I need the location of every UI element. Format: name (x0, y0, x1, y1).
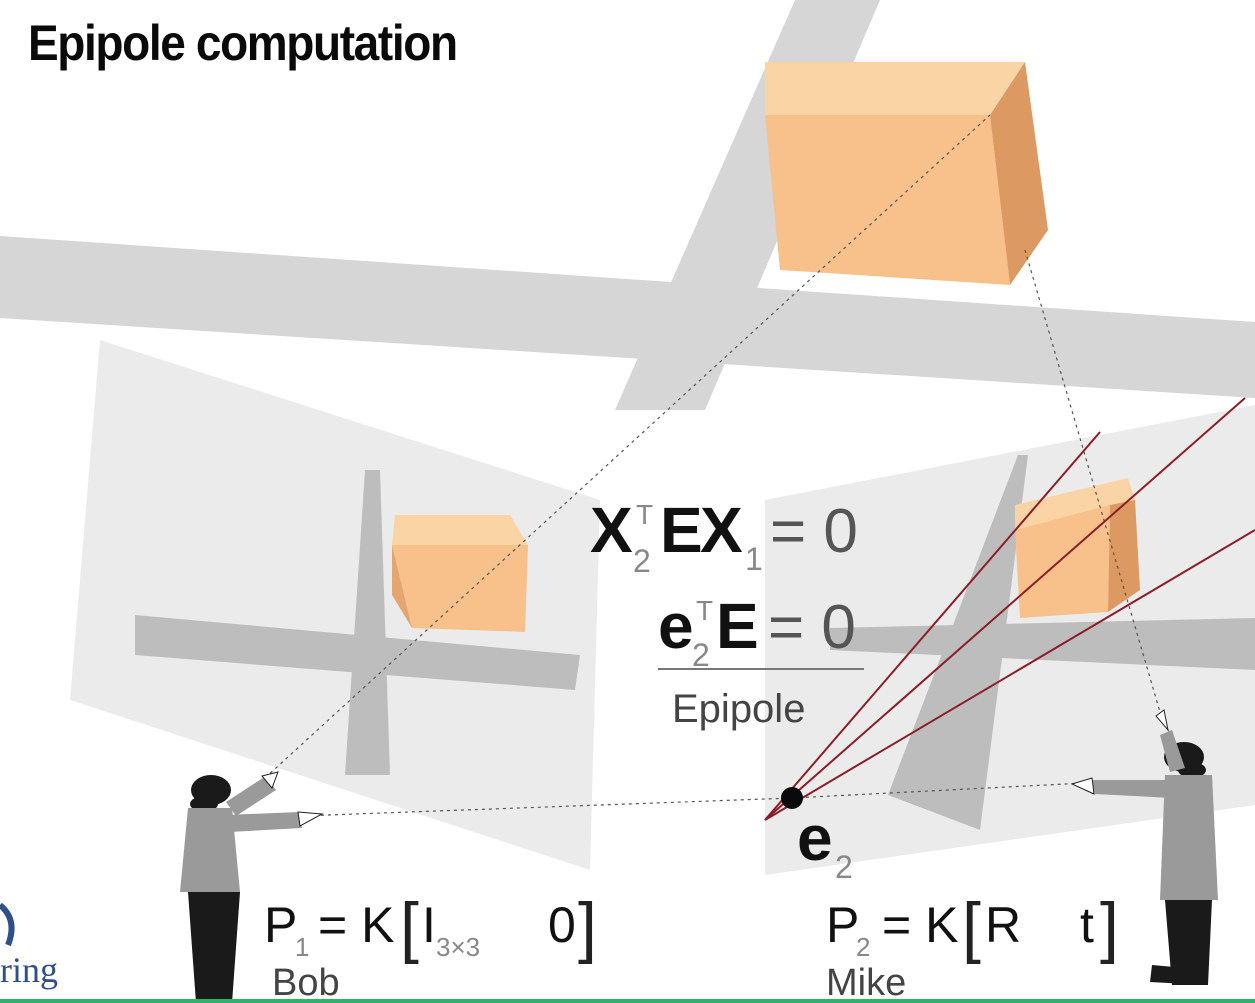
corner-logo-fragment: ring (0, 950, 58, 990)
p1-bracket-left: [ (400, 889, 419, 965)
p1-bracket-right: ] (578, 889, 597, 965)
right-plane-box (1015, 478, 1140, 618)
slide-title: Epipole computation (28, 15, 458, 71)
left-image-plane (70, 340, 600, 870)
e2-e: e (797, 802, 833, 874)
mike-figure (1070, 709, 1218, 985)
epipolar-lines (764, 397, 1255, 821)
p2-t: t (1080, 897, 1094, 953)
eq1-X2: X (590, 494, 633, 566)
p1-zero: 0 (548, 897, 576, 953)
epipole-point (781, 787, 803, 809)
mike-label: Mike (826, 962, 906, 1003)
eq2-T: T (696, 595, 713, 626)
p1-I: I (422, 897, 436, 953)
corner-logo-arc (0, 902, 15, 947)
e2-label: e 2 (797, 802, 853, 885)
p1-P: P (264, 897, 297, 953)
eq1-sub2: 2 (633, 543, 651, 579)
left-plane-cross (135, 470, 580, 775)
left-plane-box (392, 515, 528, 632)
eq2-rhs: = 0 (768, 593, 856, 662)
large-box (765, 62, 1048, 285)
camera-matrix-p2: P 2 = K [ R t ] (826, 889, 1119, 965)
eq1-E: E (660, 494, 703, 566)
eq1-X1: X (700, 494, 743, 566)
e2-sub: 2 (835, 849, 853, 885)
epipole-label: Epipole (672, 687, 805, 731)
p2-P: P (826, 897, 859, 953)
p2-sub: 2 (856, 932, 870, 962)
equation-essential-constraint: X T 2 E X 1 = 0 (590, 494, 858, 579)
p2-bracket-left: [ (962, 889, 981, 965)
bob-figure (180, 771, 324, 1003)
eq2-E: E (716, 590, 759, 662)
p2-eq: = K (882, 897, 958, 953)
slide-bottom-accent-line (0, 999, 1255, 1003)
bob-label: Bob (272, 962, 340, 1003)
equation-epipole: e T 2 E = 0 (658, 590, 856, 673)
camera-matrix-p1: P 1 = K [ I 3×3 0 ] (264, 889, 597, 965)
p1-sub: 1 (295, 932, 309, 962)
eq1-T: T (636, 499, 653, 530)
eq1-rhs: = 0 (770, 497, 858, 566)
eq2-e: e (658, 590, 694, 662)
background-bar-horizontal (0, 236, 1255, 398)
eq2-sub2: 2 (692, 637, 710, 673)
p2-bracket-right: ] (1100, 889, 1119, 965)
p1-eq: = K (318, 897, 394, 953)
projection-rays (264, 114, 1161, 817)
eq1-sub1: 1 (745, 541, 763, 577)
right-plane-cross (830, 455, 1255, 830)
p2-R: R (985, 897, 1021, 953)
p1-Isub: 3×3 (436, 932, 480, 962)
